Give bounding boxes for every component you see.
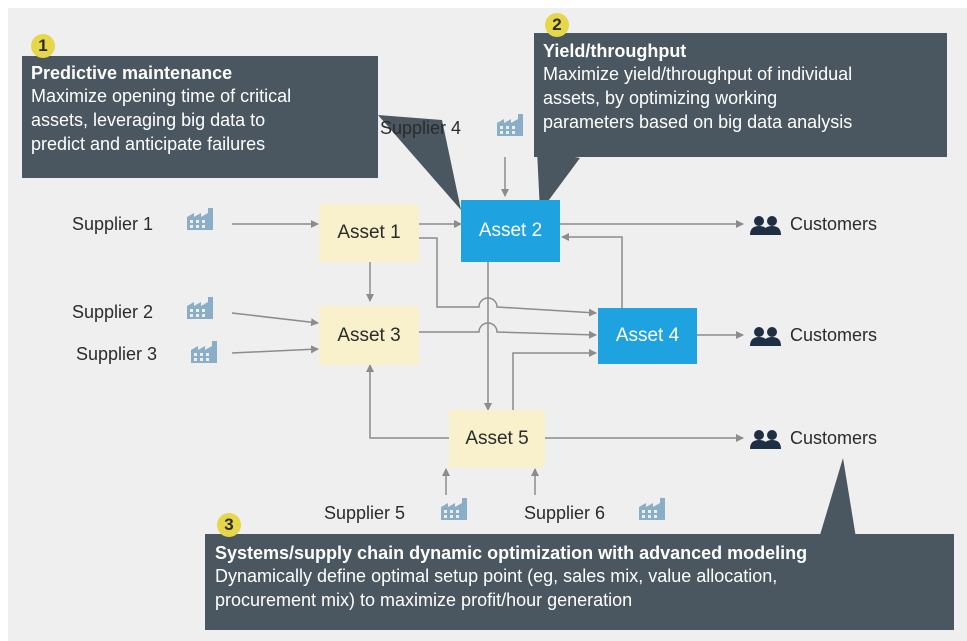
supplier-2-label: Supplier 2 bbox=[72, 302, 154, 322]
callout-3-pointer bbox=[820, 458, 857, 544]
factory-icon bbox=[639, 498, 665, 520]
supplier-1-label: Supplier 1 bbox=[72, 214, 154, 234]
callout-3-line: Dynamically define optimal setup point (… bbox=[215, 566, 778, 586]
people-icon bbox=[750, 216, 781, 235]
asset-3: Asset 3 bbox=[319, 306, 419, 365]
asset-1-label: Asset 1 bbox=[337, 222, 401, 243]
asset-2: Asset 2 bbox=[461, 200, 560, 262]
callout-1-line: assets, leveraging big data to bbox=[31, 110, 266, 130]
callout-2-line: Maximize yield/throughput of individual bbox=[543, 64, 853, 84]
factory-icon bbox=[191, 341, 217, 363]
flow-asset3-asset4 bbox=[419, 322, 597, 339]
callout-supply-chain-optimization: Systems/supply chain dynamic optimizatio… bbox=[205, 534, 954, 630]
callout-2-line: assets, by optimizing working bbox=[543, 88, 778, 108]
asset-5-label: Asset 5 bbox=[465, 428, 529, 449]
asset-3-label: Asset 3 bbox=[337, 324, 401, 346]
callout-2-title: Yield/throughput bbox=[543, 41, 687, 61]
asset-2-label: Asset 2 bbox=[478, 220, 543, 241]
callout-1-badge: 1 bbox=[31, 34, 55, 58]
flow-asset1-asset4 bbox=[419, 237, 597, 317]
callout-2-badge: 2 bbox=[545, 13, 569, 37]
callout-3-line: procurement mix) to maximize profit/hour… bbox=[215, 590, 633, 610]
callout-2-line: parameters based on big data analysis bbox=[543, 112, 853, 132]
callout-1-number: 1 bbox=[38, 36, 48, 55]
asset-4-label: Asset 4 bbox=[615, 325, 680, 346]
flow-asset5-asset4 bbox=[512, 349, 597, 410]
flow-asset5-asset3 bbox=[366, 364, 449, 439]
asset-5: Asset 5 bbox=[449, 410, 545, 468]
callout-1-line: predict and anticipate failures bbox=[31, 134, 266, 154]
callout-3-badge: 3 bbox=[217, 513, 241, 537]
flow-supplier3-asset3 bbox=[231, 345, 319, 354]
supplier-5-label: Supplier 5 bbox=[324, 503, 406, 523]
callout-1-pointer bbox=[378, 115, 461, 210]
flow-asset4-asset2 bbox=[561, 233, 623, 309]
callout-yield-throughput: Yield/throughput Maximize yield/throughp… bbox=[534, 33, 947, 157]
callout-2-pointer bbox=[537, 150, 580, 212]
factory-icon bbox=[187, 208, 213, 230]
callout-1-line: Maximize opening time of critical bbox=[31, 86, 292, 106]
flow-supplier2-asset3 bbox=[231, 312, 319, 327]
callout-2-number: 2 bbox=[552, 15, 562, 34]
customers-label: Customers bbox=[790, 214, 878, 234]
supplier-3-label: Supplier 3 bbox=[76, 344, 158, 364]
asset-1: Asset 1 bbox=[319, 204, 419, 262]
callout-1-title: Predictive maintenance bbox=[31, 63, 233, 83]
callout-predictive-maintenance: Predictive maintenance Maximize opening … bbox=[22, 56, 378, 178]
supplier-4-label: Supplier 4 bbox=[380, 118, 462, 138]
factory-icon bbox=[187, 297, 213, 319]
people-icon bbox=[750, 327, 781, 346]
factory-icon bbox=[441, 498, 467, 520]
callout-3-title: Systems/supply chain dynamic optimizatio… bbox=[215, 543, 808, 563]
callout-3-number: 3 bbox=[224, 515, 234, 534]
factory-icon bbox=[497, 114, 523, 136]
customers-label: Customers bbox=[790, 325, 878, 345]
customers-label: Customers bbox=[790, 428, 878, 448]
people-icon bbox=[750, 430, 781, 449]
asset-4: Asset 4 bbox=[598, 308, 697, 364]
supplier-6-label: Supplier 6 bbox=[524, 503, 606, 523]
